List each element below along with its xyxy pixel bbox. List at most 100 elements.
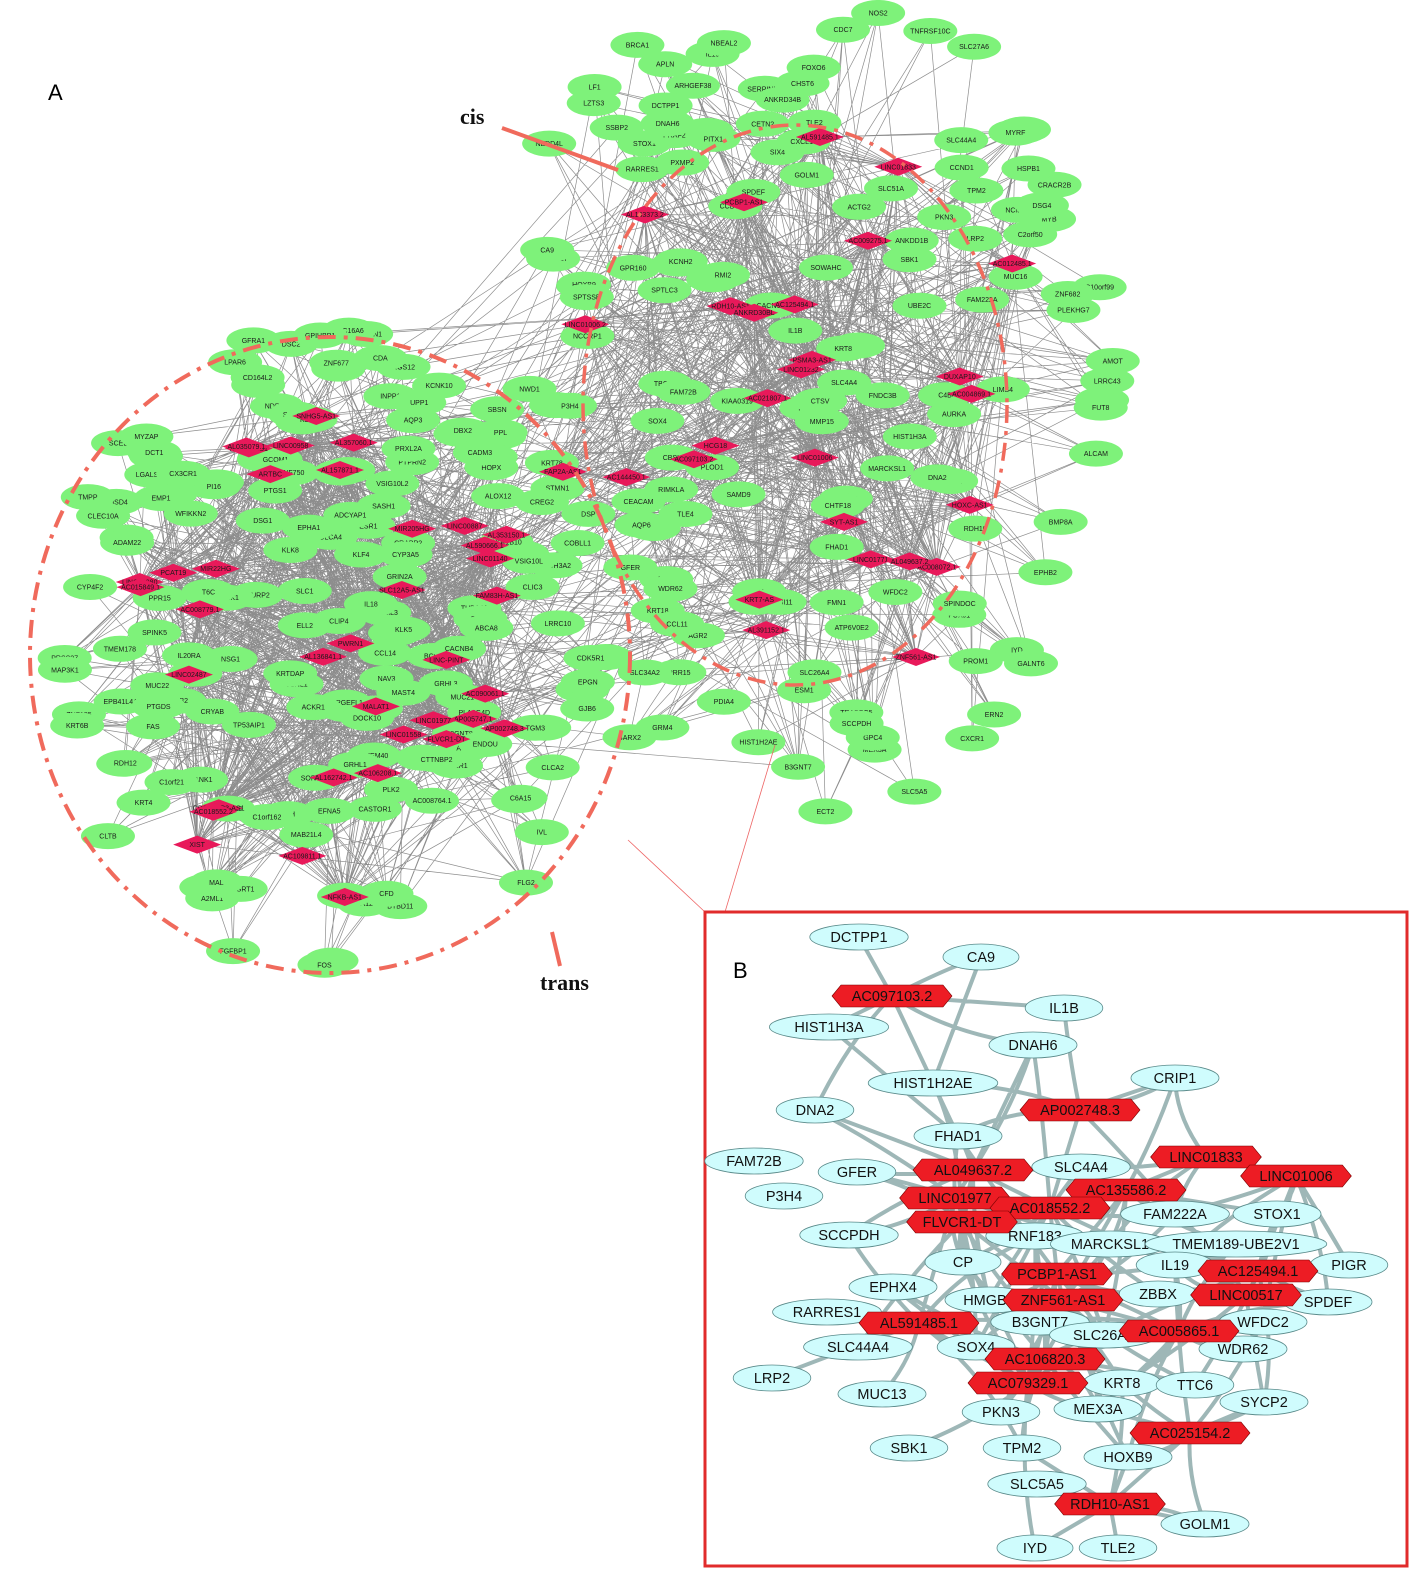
panel-a-node-label: ATP6V0E2 [835,625,869,632]
panel-a-node-label: TNFRSF10C [910,28,950,35]
panel-a-node-label: PROM1 [963,659,988,666]
panel-a-node-label: FLG2 [517,880,535,887]
panel-a-node-hist1h2ae: HIST1H2AE [731,729,786,756]
panel-a-node-label: ALOX12 [485,494,512,501]
panel-a-node-label: MEX3A [863,747,887,754]
panel-a-node-label: PSMA3-AS1 [792,357,831,364]
panel-b-node-label: AL049637.2 [934,1163,1012,1179]
panel-b-node-il19: IL19 [1135,1251,1215,1279]
panel-b-node-label: WDR62 [1218,1342,1269,1358]
panel-a-node-label: LRP2 [966,236,984,243]
panel-a-node-fndc3b: FNDC3B [855,382,910,409]
panel-b-node-label: SLC44A4 [827,1340,889,1356]
panel-b-node-label: MUC13 [857,1387,906,1403]
panel-a-node-label: DSC2 [282,341,301,348]
panel-a-node-krt6b: KRT6B [50,712,105,739]
panel-a-node-fam72b: FAM72B [656,378,711,405]
panel-a-node-dna2: DNA2 [910,464,965,491]
panel-b-node-label: CRIP1 [1154,1071,1197,1087]
panel-b-node-ac025154-2: AC025154.2 [1129,1421,1251,1445]
panel-a-node-label: RMI2 [715,272,732,279]
panel-a-node-label: AP002748.3 [485,726,524,733]
panel-a-node-label: SIX4 [770,150,785,157]
panel-a-node-adam22: ADAM22 [100,529,155,556]
panel-b-node-flvcr1-dt: FLVCR1-DT [906,1210,1018,1234]
panel-a-node-label: FOXO6 [802,65,826,72]
panel-a-node-xist: XIST [173,835,222,854]
panel-a-node-ephb2: EPHB2 [1018,559,1073,586]
panel-b-node-rdh10-as1: RDH10-AS1 [1054,1492,1166,1516]
panel-b-node-label: FAM222A [1143,1207,1207,1223]
panel-b-node-label: IL1B [1049,1001,1079,1017]
panel-b-node-ephx4: EPHX4 [848,1273,938,1301]
panel-a-node-label: AL590666.1 [466,543,504,550]
panel-a-node-slc27a6: SLC27A6 [947,33,1002,60]
panel-a-node-clca2: CLCA2 [525,754,580,781]
panel-a-node-ac106208-1: AC106208.1 [353,764,402,783]
panel-a-node-dct1: DCT1 [127,439,182,466]
panel-a-node-label: CFD [379,891,393,898]
panel-a-node-label: SLC51A [878,186,904,193]
panel-a-node-label: UPP1 [410,400,428,407]
panel-b-node-label: AC125494.1 [1218,1264,1299,1280]
panel-a-node-nccrp1: NCCRP1 [560,323,615,350]
panel-a-node-barx2: BARX2 [602,724,657,751]
panel-a-node-label: AC008779.1 [180,607,219,614]
panel-a-node-linc01977: LINC01977 [409,711,458,730]
panel-b-node-label: HIST1H2AE [894,1076,973,1092]
panel-a-node-hcg18: HCG18 [691,436,740,455]
panel-a-node-label: AQP6 [632,522,651,529]
panel-a-node-label: CACNG4 [757,303,786,310]
panel-a-node-label: CHTF18 [825,503,852,510]
panel-a-node-label: C6A15 [510,795,532,802]
panel-a-node-lrrc43: LRRC43 [1080,367,1135,394]
panel-a-node-rimkla: RIMKLA [644,476,699,503]
panel-a-node-label: CD164L2 [243,375,273,382]
panel-a-node-label: PTGS1 [264,488,287,495]
panel-a-node-al357060-1: AL357060.1 [329,433,378,452]
panel-a-node-lrp2: LRP2 [948,225,1003,252]
panel-a-node-epha1: EPHA1 [281,514,336,541]
panel-a-node-label: VSIG10L2 [376,481,408,488]
panel-a-node-label: GRIN2A [387,574,413,581]
panel-a-node-sptssb: SPTSSB [559,284,614,311]
panel-b-node-golm1: GOLM1 [1160,1510,1250,1538]
panel-a-node-chtf18: CHTF18 [810,492,865,519]
panel-a-node-label: WFIKKN2 [175,511,206,518]
panel-a-node-label: TP53AIP1 [233,722,265,729]
panel-a-node-label: EMP1 [151,495,170,502]
panel-a-node-label: HIST1H2AE [739,740,777,747]
panel-a-node-foxo6: FOXO6 [786,54,841,81]
panel-a-node-amot: AMOT [1085,347,1140,374]
panel-a-node-label: AQP3 [404,418,423,425]
panel-b-node-label: AC135586.2 [1086,1183,1167,1199]
panel-a-node-klf4: KLF4 [334,541,389,568]
panel-a-node-label: FAP2A-AS1 [544,469,581,476]
panel-a-node-ern2: ERN2 [967,701,1022,728]
panel-a-node-label: ESM1 [795,688,814,695]
zoom-connector-left [627,839,706,913]
panel-b-node-lrp2: LRP2 [732,1364,812,1392]
panel-a-node-al049637-2: AL049637.2 [885,552,934,571]
panel-b-node-stox1: STOX1 [1232,1200,1322,1228]
panel-a-node-label: FLVCR1-DT [427,737,466,744]
panel-b-node-ac018552-2: AC018552.2 [989,1196,1111,1220]
panel-b-node-label: SYCP2 [1240,1395,1288,1411]
panel-a-node-label: CXCR1 [960,736,984,743]
panel-a-node-label: LINC-PINT [429,657,464,664]
panel-a-node-label: DUXAP10 [944,374,976,381]
panel-a-node-cobll1: COBLL1 [550,530,605,557]
panel-a-node-pcbp1-as1: PCBP1-AS1 [720,193,769,212]
panel-a-node-label: CTTNBP2 [421,757,453,764]
panel-b-node-tmem189-ube2v1: TMEM189-UBE2V1 [1144,1230,1328,1258]
panel-a-node-sox4: SOX4 [630,407,685,434]
panel-b-node-label: LINC01006 [1259,1169,1332,1185]
panel-a-node-golm1: GOLM1 [779,161,834,188]
panel-a-node-cdc7: CDC7 [816,16,871,43]
panel-a-node-rdh10: RDH10 [948,515,1003,542]
panel-a-node-tmpp: TMPP [60,484,115,511]
panel-a-node-linc-pint: LINC-PINT [422,650,471,669]
panel-b-node-label: AC005865.1 [1139,1324,1220,1340]
panel-a-node-linc01140: LINC01140 [466,549,515,568]
panel-a-node-label: PLK2 [383,787,400,794]
